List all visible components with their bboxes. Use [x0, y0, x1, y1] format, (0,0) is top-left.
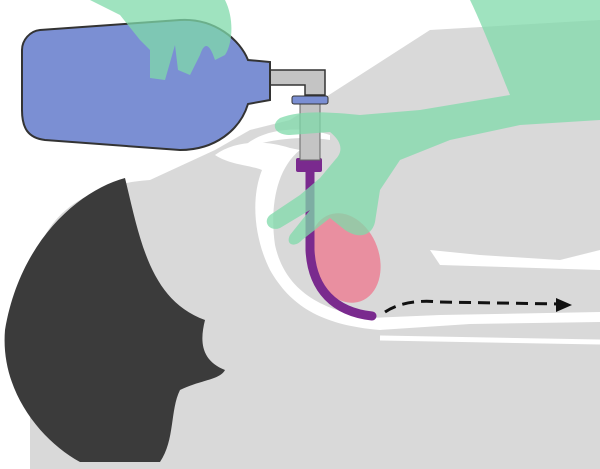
bag-valve	[21, 18, 271, 152]
connector-elbow	[264, 69, 326, 96]
airway-cavity	[215, 142, 600, 330]
glove-bag-hand	[90, 0, 232, 80]
tongue	[309, 213, 381, 303]
tube-flange	[296, 158, 322, 172]
arrow-head-icon	[556, 298, 572, 312]
glove-mask-hand	[266, 0, 600, 245]
trachea-line	[379, 335, 600, 345]
patient-hair	[4, 178, 226, 462]
airway-tube	[305, 163, 377, 321]
gloved-hands	[90, 0, 600, 245]
airflow-arrow	[384, 299, 561, 314]
connector-ring	[291, 95, 329, 105]
